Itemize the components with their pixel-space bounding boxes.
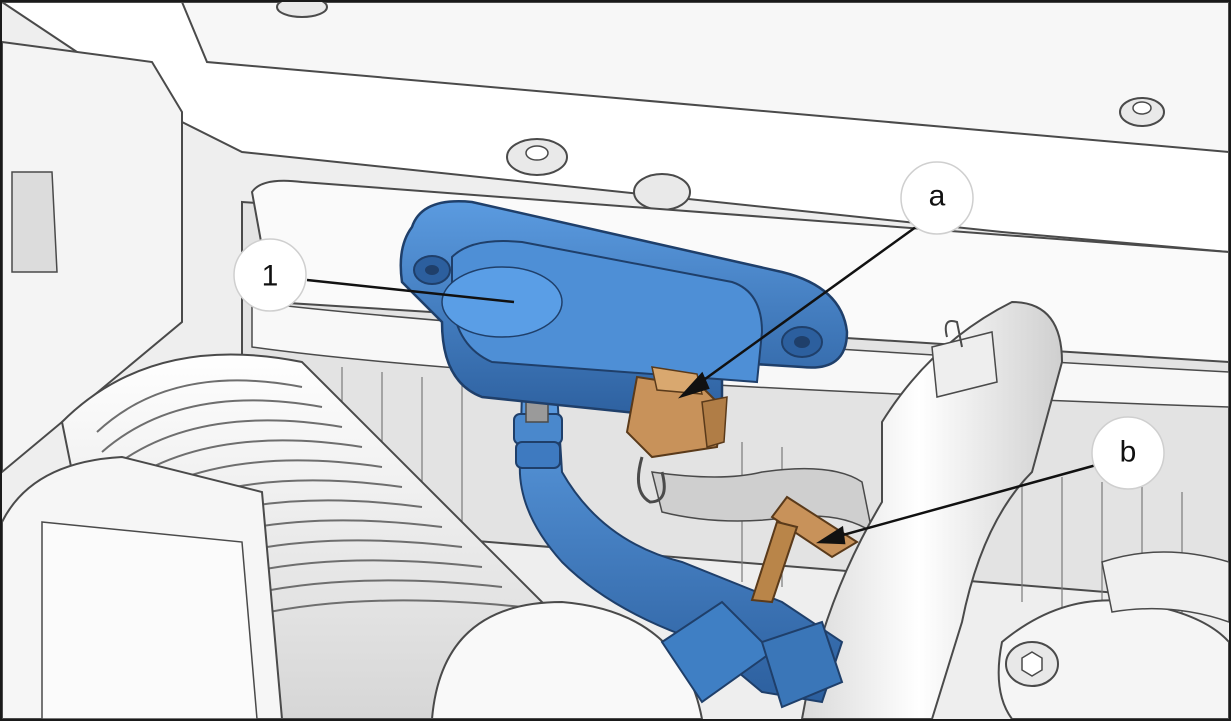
sensor-vacuum-hose [513,381,844,709]
leader-lines [306,222,1101,545]
callout-a: a [900,161,974,235]
arrowhead-a [678,371,710,399]
callout-a-label: a [929,180,946,213]
turbo-fitting [997,551,1229,719]
leader-line-b [831,462,1101,540]
leader-line-1 [306,278,515,304]
hose-clamp [931,331,998,398]
left-housing [2,40,183,474]
arrowhead-b [815,525,846,545]
callout-1-label: 1 [262,260,279,293]
callout-b: b [1091,416,1165,490]
leader-line-a [693,222,921,389]
pressure-sensor-icon [399,200,849,424]
callout-1: 1 [233,238,307,312]
callout-b-label: b [1120,436,1137,469]
